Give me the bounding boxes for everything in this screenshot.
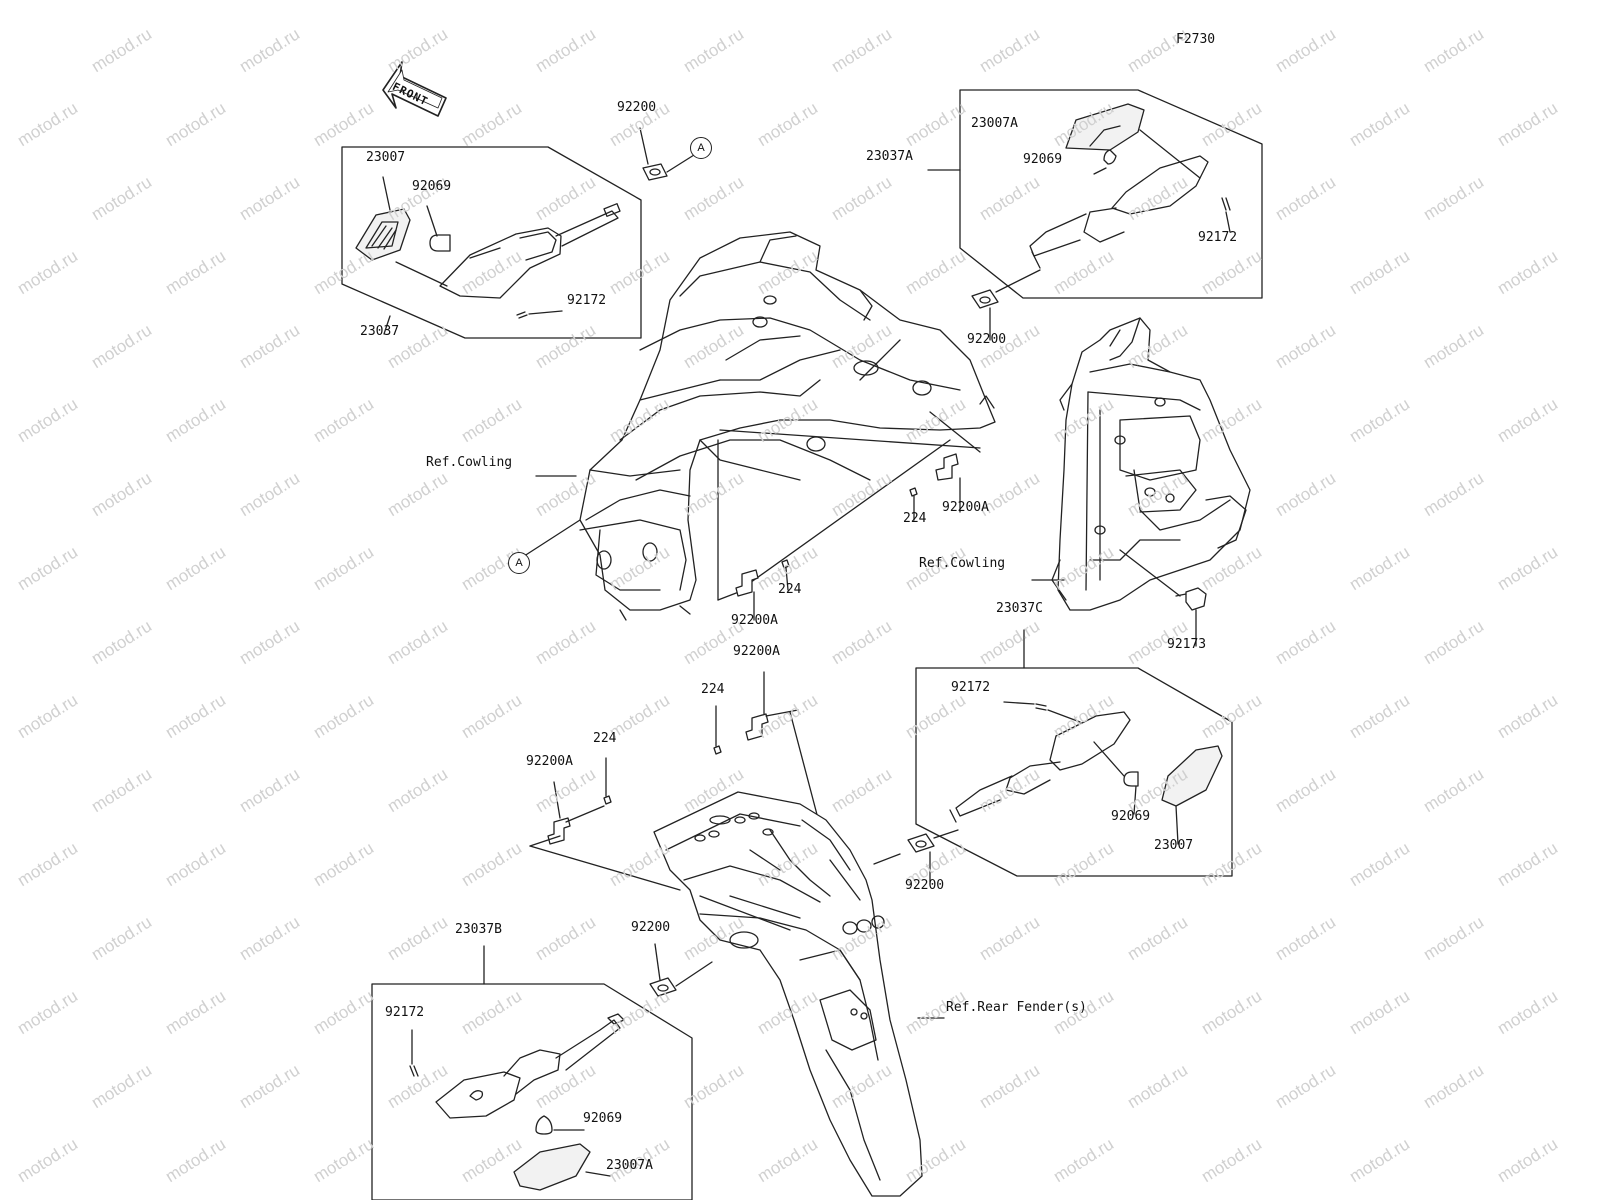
part-label-lbl-23007-c: 23007 [1154, 838, 1194, 853]
box-23037 [341, 146, 642, 339]
part-label-lbl-92200-d: 92200 [631, 920, 671, 935]
callout-circle-a-bottom: A [508, 552, 530, 574]
gasket-92200-top-left [639, 127, 695, 181]
part-label-lbl-92069-a: 92069 [412, 179, 452, 194]
turn-signal-23037b [409, 1013, 625, 1191]
part-label-lbl-92172-b: 92172 [1198, 230, 1238, 245]
part-label-lbl-224-b: 224 [778, 582, 802, 597]
part-label-lbl-92172-c: 92172 [951, 680, 991, 695]
box-23037c [915, 629, 1233, 877]
part-label-lbl-92200-a: 92200 [617, 100, 657, 115]
callout-circle-a-top: A [690, 137, 712, 159]
part-label-lbl-92173: 92173 [1167, 637, 1207, 652]
box-23037b [371, 945, 693, 1200]
part-label-lbl-23007a-d: 23007A [606, 1158, 653, 1173]
turn-signal-23037a [1029, 103, 1231, 269]
bracket-92200a-lower-left [529, 757, 681, 891]
part-label-lbl-92069-b: 92069 [1023, 152, 1063, 167]
part-label-lbl-23037a: 23037A [866, 149, 913, 164]
part-label-lbl-92172-a: 92172 [567, 293, 607, 308]
part-label-lbl-ref-cowling-1: Ref.Cowling [426, 455, 513, 470]
part-label-lbl-ref-cowling-2: Ref.Cowling [919, 556, 1006, 571]
part-label-lbl-92200a-d: 92200A [526, 754, 573, 769]
diagram-code: F2730 [1176, 32, 1216, 47]
part-label-lbl-92200a-c: 92200A [733, 644, 780, 659]
part-label-lbl-92200a-b: 92200A [731, 613, 778, 628]
box-23037a [927, 89, 1263, 299]
turn-signal-23037c [949, 701, 1223, 845]
part-label-lbl-224-a: 224 [903, 511, 927, 526]
frame-shape [1031, 317, 1251, 647]
gasket-92200-lower-left [649, 943, 713, 997]
part-label-lbl-92200-c: 92200 [905, 878, 945, 893]
cowling-shape [535, 231, 996, 621]
bracket-92200a-middle [735, 559, 790, 621]
bracket-92200a-lower-right [713, 671, 821, 827]
part-label-lbl-ref-rear-fender: Ref.Rear Fender(s) [946, 1000, 1087, 1015]
rear-fender-shape [653, 791, 945, 1197]
bracket-92200a-right [909, 453, 961, 521]
part-label-lbl-92069-c: 92069 [1111, 809, 1151, 824]
part-label-lbl-23007a-b: 23007A [971, 116, 1018, 131]
part-label-lbl-224-d: 224 [593, 731, 617, 746]
gasket-92200-right-lower [907, 829, 959, 883]
part-label-lbl-92200a-a: 92200A [942, 500, 989, 515]
part-label-lbl-92200-b: 92200 [967, 332, 1007, 347]
part-label-lbl-23037b: 23037B [455, 922, 502, 937]
turn-signal-23037 [355, 176, 621, 335]
front-arrow-icon [382, 61, 447, 117]
part-label-lbl-23037: 23037 [360, 324, 400, 339]
part-label-lbl-23037c: 23037C [996, 601, 1043, 616]
gasket-92200-top-right [971, 269, 1041, 341]
part-label-lbl-92069-d: 92069 [583, 1111, 623, 1126]
part-label-lbl-23007-a: 23007 [366, 150, 406, 165]
part-label-lbl-92172-d: 92172 [385, 1005, 425, 1020]
part-label-lbl-224-c: 224 [701, 682, 725, 697]
